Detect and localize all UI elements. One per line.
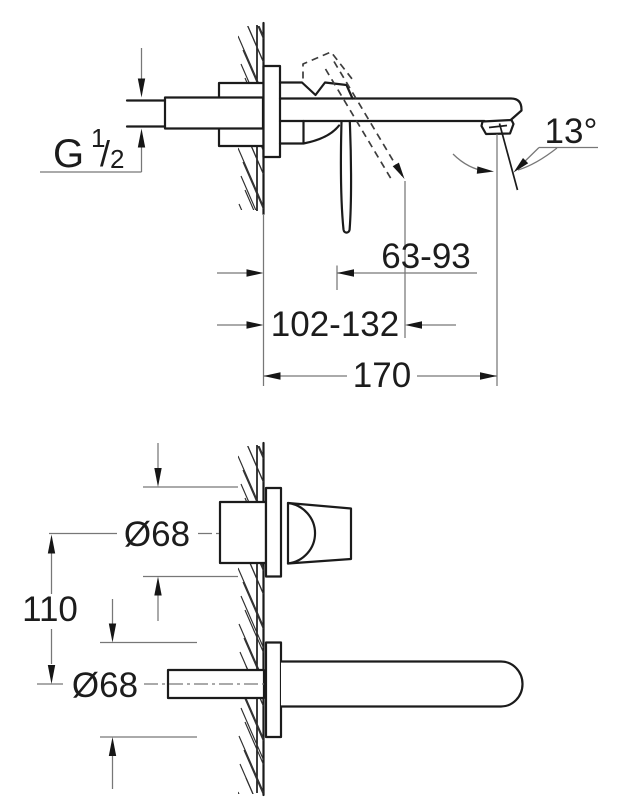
- hatch-line: [257, 26, 264, 40]
- spout-escutcheon: [264, 641, 283, 739]
- mixer-lever: [278, 81, 354, 234]
- dia68-spout-label: Ø68: [72, 666, 138, 705]
- angle-arrow-left: [476, 166, 494, 174]
- dia68-handle-arrow-bottom: [154, 576, 162, 596]
- angle-arc-right: [517, 147, 558, 171]
- hatch-line: [238, 735, 264, 793]
- dim-102-132-arrow-left: [246, 321, 264, 329]
- hatch-line: [247, 26, 264, 63]
- thread-size-label: G 1 / 2: [53, 123, 124, 176]
- elevation-view: G 1 / 2 13° 63-93: [40, 21, 598, 395]
- thread-arrow-bottom: [137, 128, 146, 148]
- lever-raised-outline: [302, 51, 354, 81]
- lever-underbody: [278, 119, 341, 145]
- angle-reference-line: [498, 123, 519, 191]
- dim-63-93-lines: [217, 181, 477, 338]
- dia68-handle-lines: [143, 443, 238, 621]
- dimension-170: 170: [262, 214, 497, 395]
- supply-pipe: [125, 99, 167, 128]
- dimension-110: 110: [22, 532, 117, 685]
- hatch-line: [238, 147, 264, 207]
- dim-63-93-label: 63-93: [381, 237, 471, 276]
- dimension-dia68-handle: Ø68: [124, 443, 238, 621]
- dim-170-arrow-left: [263, 372, 281, 380]
- hatch-line: [242, 581, 264, 630]
- handle-knob-dome: [286, 501, 317, 565]
- hatch-line: [258, 446, 264, 457]
- angle-label: 13°: [545, 112, 598, 151]
- hatch-line: [240, 175, 257, 210]
- dimension-63-93: 63-93: [217, 181, 477, 338]
- hatch-line: [245, 777, 254, 794]
- dim-63-93-wall-arrow: [246, 269, 264, 277]
- spout: [278, 97, 523, 136]
- dimension-dia68-spout: Ø68: [72, 599, 264, 789]
- hatch-line: [257, 446, 264, 460]
- dim-102-132-arrow-right: [405, 321, 422, 329]
- wall-escutcheon: [262, 64, 282, 159]
- dia68-spout-arrow-top: [108, 623, 117, 643]
- hatch-line: [258, 26, 264, 37]
- hatch-line: [240, 595, 264, 648]
- union-nut: [163, 96, 265, 130]
- projection-line-b: [324, 68, 393, 180]
- thread-arrow-top: [137, 78, 146, 98]
- dia68-handle-arrow-top: [154, 468, 162, 487]
- dimension-102-132: 102-132: [217, 305, 456, 344]
- lever-hub: [278, 81, 354, 100]
- hatch-line: [243, 749, 264, 794]
- handle-escutcheon: [264, 486, 283, 578]
- projection-line-a: [333, 61, 403, 176]
- dim-110-lines: [37, 532, 117, 685]
- hatch-line: [244, 609, 264, 653]
- spout-plan-outline: [281, 660, 524, 708]
- dim-110-label: 110: [22, 590, 78, 629]
- hatch-line: [238, 203, 243, 210]
- hatch-line: [242, 161, 264, 210]
- projection-arrowhead: [392, 162, 405, 179]
- wall-hatching-plan: [238, 446, 264, 794]
- lever-swing-projection: [302, 51, 405, 180]
- dia68-spout-lines: [100, 599, 197, 789]
- hatch-line: [238, 791, 240, 794]
- dim-170-label: 170: [353, 356, 411, 395]
- dimension-spray-angle: 13°: [452, 112, 598, 386]
- angle-arrow-right: [513, 158, 529, 173]
- dim-170-arrow-right: [480, 372, 497, 380]
- dim-110-arrow-top: [47, 534, 56, 554]
- handle-knob: [286, 501, 353, 565]
- wall-section-plan: [238, 441, 265, 797]
- hatch-line: [242, 693, 264, 742]
- dim-102-132-label: 102-132: [271, 305, 399, 344]
- handle-concealed-body: [218, 500, 268, 565]
- handle-unit: [218, 486, 353, 578]
- dimension-thread-size: G 1 / 2: [40, 48, 146, 176]
- thread-dim-lines: [40, 48, 143, 173]
- hatch-line: [238, 567, 264, 627]
- spout-top-outline: [278, 97, 523, 123]
- dim-63-93-arrow: [337, 269, 354, 277]
- spout-unit: [166, 641, 524, 739]
- dia68-handle-label: Ø68: [124, 515, 190, 554]
- hatch-line: [240, 707, 264, 760]
- hatch-line: [247, 446, 264, 483]
- hatch-line: [244, 189, 255, 210]
- dim-110-arrow-bottom: [47, 665, 56, 684]
- plan-view: Ø68 110 Ø68: [22, 441, 524, 797]
- lever-blade: [339, 120, 353, 234]
- aerator-detail-line: [488, 124, 508, 129]
- hatch-line: [244, 721, 264, 765]
- dia68-spout-arrow-bottom: [108, 737, 117, 756]
